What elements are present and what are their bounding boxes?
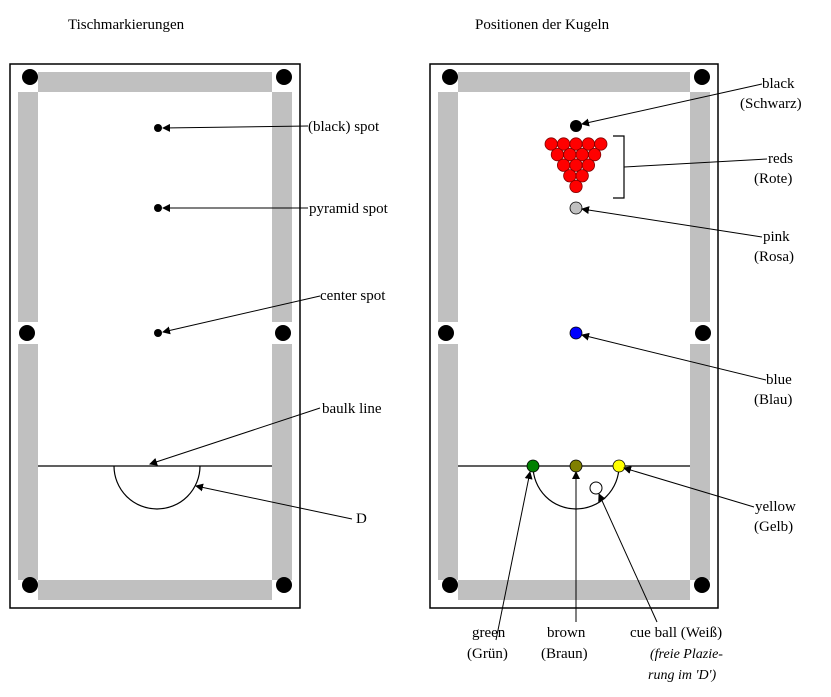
red-ball [575, 169, 589, 183]
label-blue: blue [766, 372, 792, 388]
left-panel-title: Tischmarkierungen [68, 17, 185, 33]
left-arrows [149, 123, 353, 520]
left-pockets [19, 69, 292, 593]
black-spot-marker [154, 124, 162, 132]
label-pink: pink [763, 229, 790, 245]
label-pyramid-spot: pyramid spot [309, 201, 389, 217]
right-panel-title: Positionen der Kugeln [475, 17, 610, 33]
label-black-spot: (black) spot [308, 119, 380, 135]
pyramid-spot-marker [154, 204, 162, 212]
label-black: black [762, 76, 795, 92]
left-cushions [18, 72, 292, 600]
pink-ball [569, 201, 583, 215]
red-ball [594, 137, 608, 151]
red-balls-pyramid [544, 137, 608, 193]
left-table [9, 63, 301, 609]
label-center-spot: center spot [320, 288, 386, 304]
label-brown-de: (Braun) [541, 646, 588, 662]
label-black-de: (Schwarz) [740, 96, 802, 112]
red-ball [587, 148, 602, 162]
right-table [429, 63, 719, 609]
yellow-ball [612, 459, 626, 473]
right-arrows [495, 83, 768, 641]
green-ball [526, 459, 540, 473]
left-table-border [9, 63, 301, 609]
label-cue-note-2: rung im 'D') [648, 668, 717, 683]
center-spot-marker [154, 329, 162, 337]
label-green-de: (Grün) [467, 646, 508, 662]
label-green: green [472, 625, 506, 641]
label-cue-ball: cue ball (Weiß) [630, 625, 722, 641]
red-ball [569, 179, 583, 193]
right-pockets [438, 69, 711, 593]
label-cue-note-1: (freie Plazie- [650, 647, 723, 662]
label-d: D [356, 511, 367, 527]
cue-ball [589, 481, 603, 495]
label-yellow-de: (Gelb) [754, 519, 793, 535]
brown-ball [569, 459, 583, 473]
label-yellow: yellow [755, 499, 796, 515]
black-ball [570, 120, 582, 132]
label-reds: reds [768, 151, 793, 167]
blue-ball [569, 326, 583, 340]
red-ball [581, 158, 596, 172]
right-cushions [438, 72, 710, 600]
label-pink-de: (Rosa) [754, 249, 794, 265]
label-baulk-line: baulk line [322, 401, 382, 417]
label-blue-de: (Blau) [754, 392, 792, 408]
label-reds-de: (Rote) [754, 171, 792, 187]
label-brown: brown [547, 625, 586, 641]
